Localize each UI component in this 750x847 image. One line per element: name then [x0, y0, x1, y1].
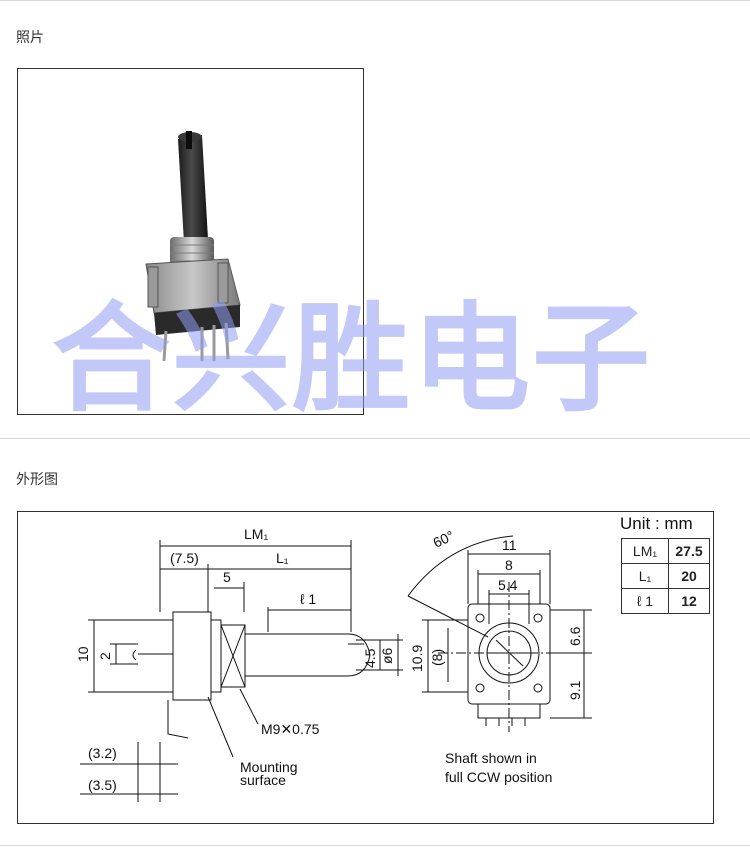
dimension-table: LM₁ 27.5 L₁ 20 ℓ 1 12 [621, 538, 710, 614]
svg-text:9.1: 9.1 [567, 680, 583, 700]
svg-text:ℓ 1: ℓ 1 [300, 591, 316, 607]
svg-text:8: 8 [505, 557, 513, 573]
svg-text:5: 5 [223, 569, 231, 585]
photo-section-title: 照片 [16, 30, 44, 46]
svg-text:10.9: 10.9 [409, 645, 425, 672]
svg-text:(3.5): (3.5) [88, 777, 117, 793]
table-cell-key: L₁ [621, 563, 669, 589]
svg-text:(7.5): (7.5) [170, 550, 199, 566]
outline-section-title: 外形图 [16, 472, 58, 488]
top-divider [0, 0, 750, 1]
svg-text:L₁: L₁ [276, 550, 289, 566]
table-cell-value: 20 [668, 563, 710, 589]
table-cell-key: ℓ 1 [621, 588, 669, 614]
table-cell-key: LM₁ [621, 538, 669, 564]
svg-text:surface: surface [240, 772, 286, 788]
svg-text:2: 2 [97, 652, 113, 660]
svg-text:Shaft shown in: Shaft shown in [445, 750, 537, 766]
svg-text:LM₁: LM₁ [244, 526, 268, 542]
unit-label: Unit : mm [620, 514, 693, 533]
svg-text:Mounting: Mounting [240, 759, 298, 775]
svg-text:M9✕0.75: M9✕0.75 [261, 721, 320, 737]
dimension-drawing: LM₁ (7.5) L₁ 5 ℓ 1 10 2 4.5 ø6 M9✕0.75 M… [75, 526, 592, 802]
svg-text:11: 11 [502, 537, 517, 553]
svg-text:4.5: 4.5 [362, 648, 378, 668]
svg-text:10: 10 [75, 646, 91, 662]
svg-text:(3.2): (3.2) [88, 745, 117, 761]
svg-text:6.6: 6.6 [567, 626, 583, 646]
svg-text:(8): (8) [429, 649, 445, 666]
table-cell-value: 12 [668, 588, 710, 614]
svg-text:ø6: ø6 [379, 647, 395, 664]
table-row: LM₁ 27.5 [621, 538, 710, 564]
bottom-divider [0, 845, 750, 846]
svg-text:60°: 60° [431, 527, 457, 550]
table-row: L₁ 20 [621, 563, 710, 589]
product-photo [17, 68, 364, 415]
potentiometer-photo [145, 131, 241, 362]
table-row: ℓ 1 12 [621, 588, 710, 614]
table-cell-value: 27.5 [668, 538, 710, 564]
svg-text:5.4: 5.4 [498, 577, 518, 593]
outline-drawing: LM₁ (7.5) L₁ 5 ℓ 1 10 2 4.5 ø6 M9✕0.75 M… [17, 511, 714, 824]
mid-divider [0, 438, 750, 439]
svg-text:full CCW position: full CCW position [445, 769, 552, 785]
